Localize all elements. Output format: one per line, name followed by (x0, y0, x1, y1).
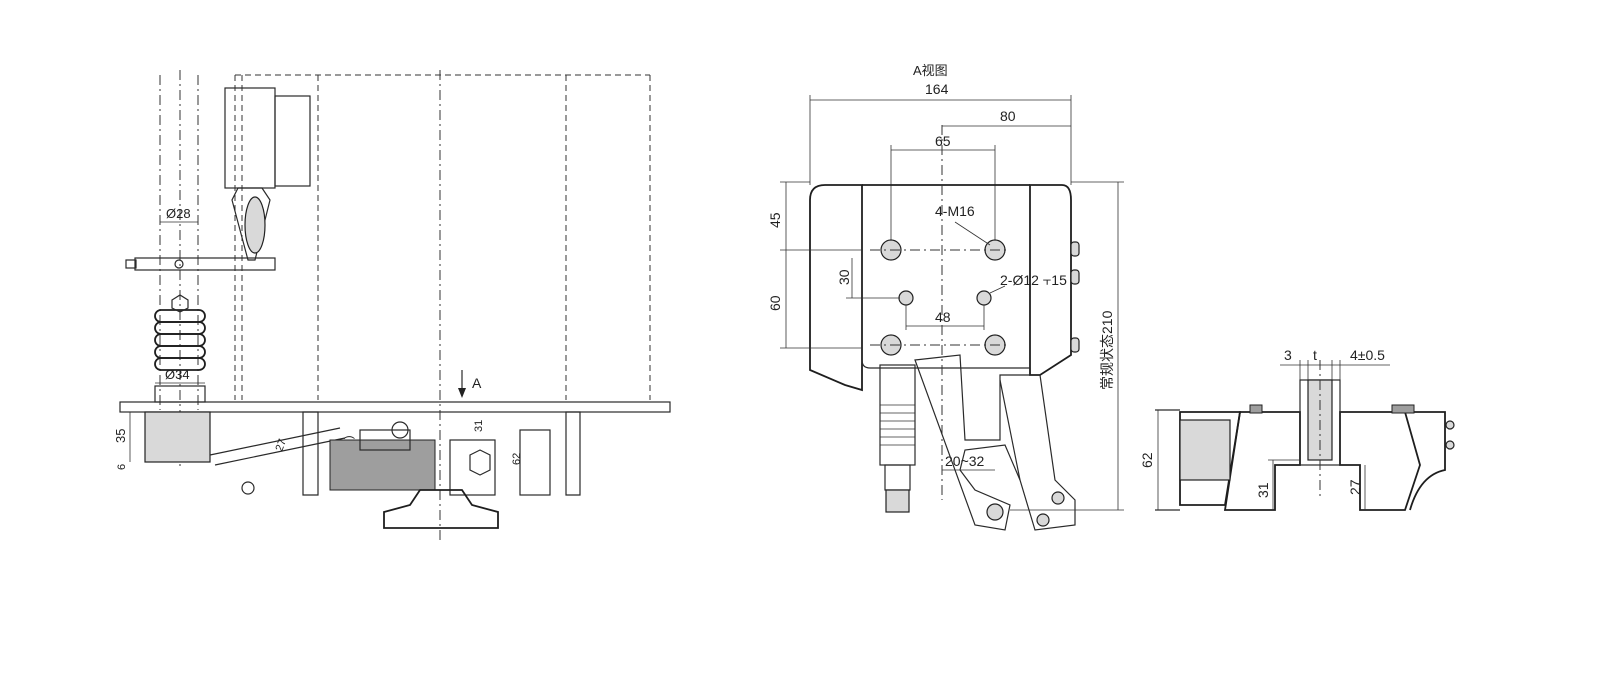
a-view-title: A视图 (913, 63, 948, 78)
dim-w48: 48 (935, 309, 951, 325)
dim-a27: 27 (274, 437, 289, 453)
dim-d28: Ø28 (166, 206, 191, 221)
knurl (880, 404, 915, 446)
dim-h60: 60 (767, 295, 783, 311)
dim-h35: 35 (113, 429, 128, 443)
dim-range: 20~32 (945, 453, 985, 469)
dim-tol: 4±0.5 (1350, 347, 1385, 363)
dim-h31-rail: 31 (1255, 482, 1271, 498)
dim-w80: 80 (1000, 108, 1016, 124)
view-arrow-label: A (472, 375, 482, 391)
callout-hole12: 2-Ø12 ⫟15 (1000, 272, 1067, 288)
callout-m16: 4-M16 (935, 203, 975, 219)
dim-w164: 164 (925, 81, 949, 97)
dim-d34: Ø34 (165, 367, 190, 382)
dim-h210: 常规状态210 (1099, 310, 1115, 390)
spring (154, 294, 206, 371)
dim-h30: 30 (836, 269, 852, 285)
dim-h62-rail: 62 (1139, 452, 1155, 468)
rail-view: 3 t 4±0.5 62 31 27 (1139, 347, 1455, 511)
dim-h45: 45 (767, 212, 783, 228)
side-view: Ø28 Ø34 35 6 (113, 70, 671, 540)
dim-h6: 6 (116, 464, 128, 470)
dim-w3: 3 (1284, 347, 1292, 363)
dim-h27-rail: 27 (1347, 479, 1363, 495)
a-view: A视图 164 80 65 4-M16 2-Ø (767, 63, 1124, 531)
dim-h31: 31 (473, 420, 485, 432)
dim-w65: 65 (935, 133, 951, 149)
dim-h62: 62 (511, 453, 523, 465)
dim-t: t (1313, 347, 1317, 363)
